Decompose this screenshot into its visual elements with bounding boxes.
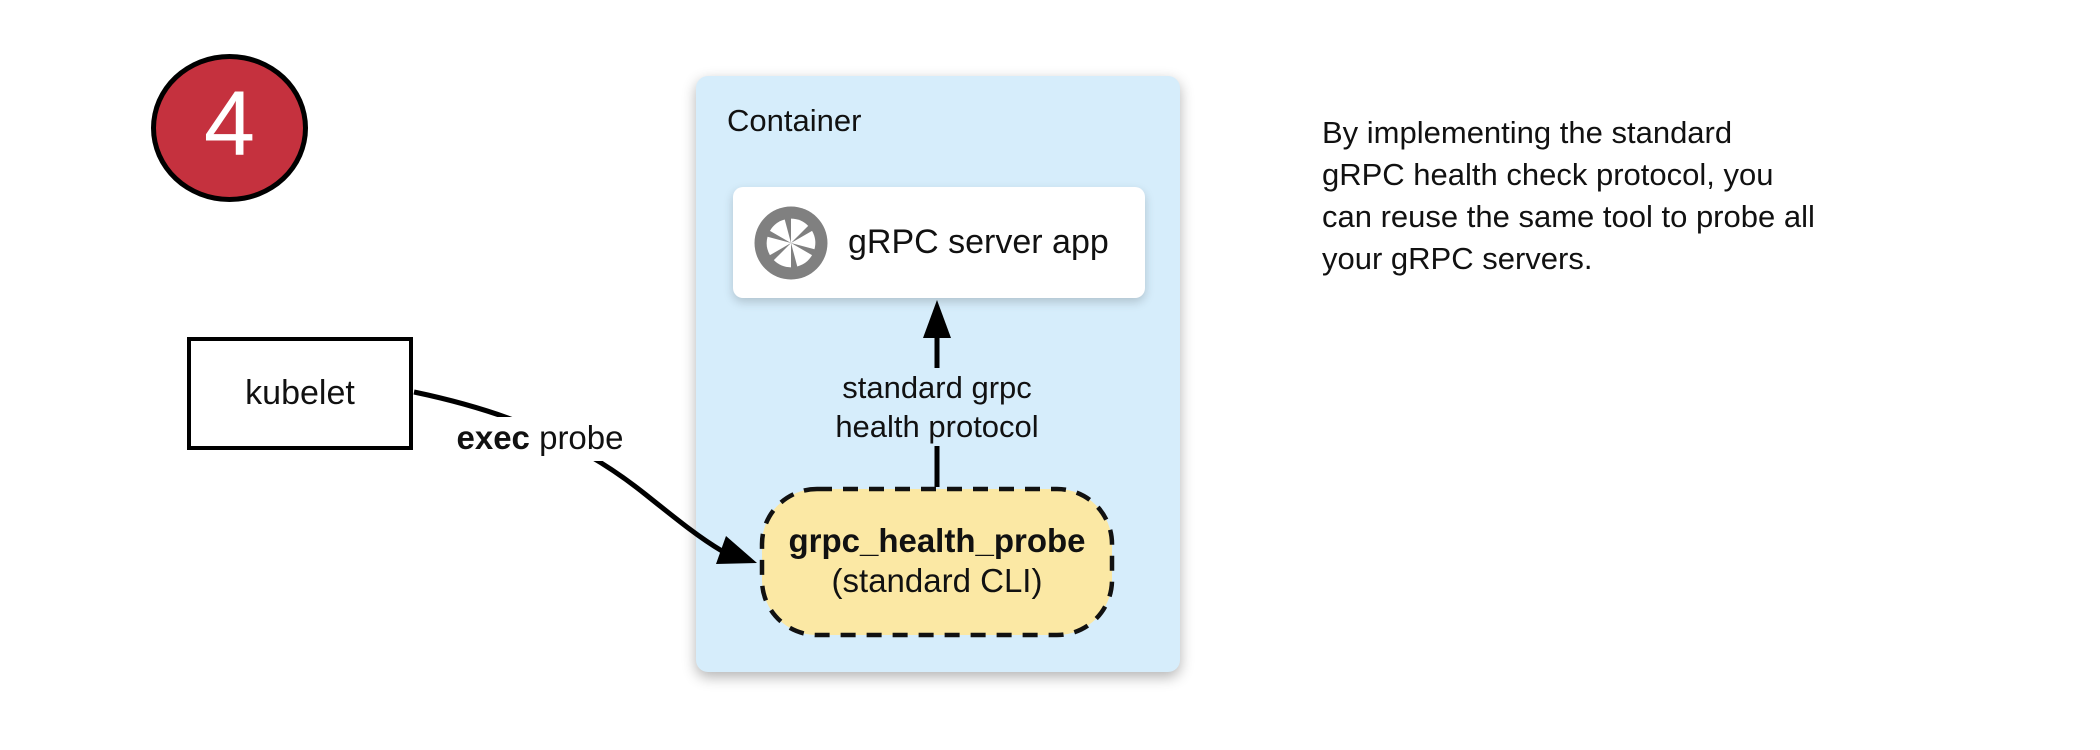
note-line: your gRPC servers.: [1322, 241, 1593, 276]
note-line: can reuse the same tool to probe all: [1322, 199, 1815, 234]
grpc-health-probe-text: grpc_health_probe (standard CLI): [760, 487, 1114, 635]
grpc-health-probe-label: grpc_health_probe: [788, 522, 1086, 559]
exec-probe-label-bold: exec: [456, 419, 530, 456]
note-text: By implementing the standard gRPC health…: [1322, 112, 1815, 280]
step-badge: 4: [151, 54, 308, 202]
grpc-health-probe-subtitle: (standard CLI): [831, 562, 1043, 599]
container-title: Container: [727, 103, 862, 138]
exec-probe-label-rest: probe: [529, 419, 624, 456]
health-protocol-label: standard grpc health protocol: [817, 368, 1057, 446]
exec-probe-edge: [413, 389, 724, 554]
kubelet-node: kubelet: [187, 337, 413, 450]
kubelet-label: kubelet: [245, 374, 355, 412]
exec-probe-label: exec probe: [450, 417, 630, 461]
step-number: 4: [203, 73, 256, 175]
grpc-server-app-node: gRPC server app: [733, 187, 1145, 298]
health-protocol-label-line2: health protocol: [835, 409, 1039, 444]
aperture-icon: [753, 205, 829, 281]
grpc-server-app-label: gRPC server app: [848, 223, 1109, 261]
aperture-icon-svg: [754, 206, 828, 279]
health-protocol-label-line1: standard grpc: [842, 370, 1032, 405]
note-line: By implementing the standard: [1322, 115, 1733, 150]
note-line: gRPC health check protocol, you: [1322, 157, 1774, 192]
